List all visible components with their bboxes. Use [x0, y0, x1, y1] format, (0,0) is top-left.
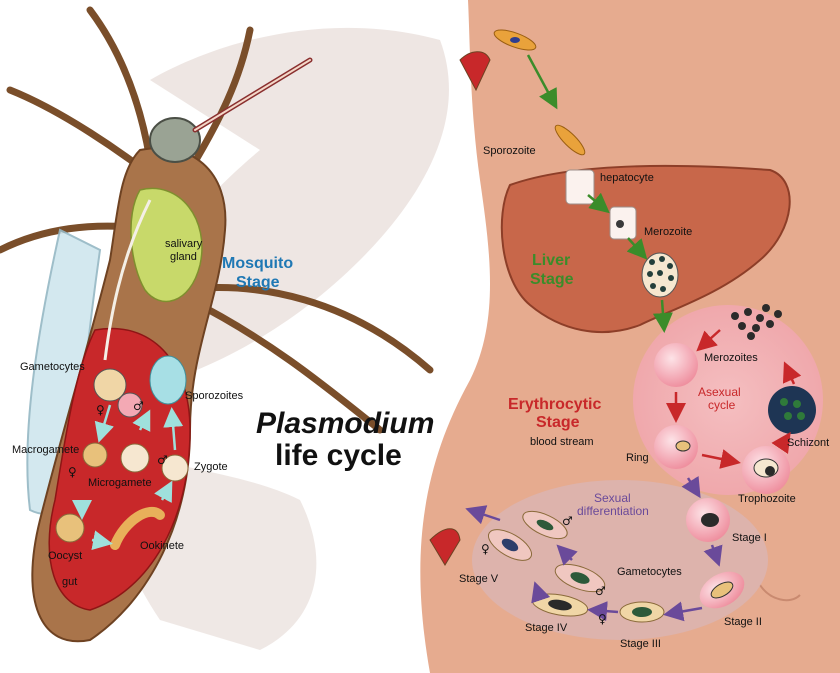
label-gut: gut	[62, 576, 78, 588]
label-salivary-line2: gland	[170, 251, 197, 263]
navel-shape	[759, 584, 801, 602]
label-trophozoite: Trophozoite	[738, 493, 796, 505]
label-merozoite: Merozoite	[644, 226, 693, 238]
label-sporozoites: Sporozoites	[185, 390, 244, 402]
female-symbol-stage5: ♀	[481, 542, 490, 556]
merozoite-cluster	[731, 304, 782, 340]
label-blood-stream: blood stream	[530, 436, 594, 448]
male-symbol-microgamete: ♂	[157, 453, 168, 467]
label-microgamete: Microgamete	[88, 477, 152, 489]
erythrocytic-stage-title-line2: Stage	[536, 414, 580, 431]
small-mosquito-bottom	[429, 528, 461, 566]
microgamete-cell	[120, 443, 150, 473]
label-asexual-line2: cycle	[708, 398, 736, 412]
label-ring: Ring	[626, 452, 649, 464]
label-hepatocyte: hepatocyte	[600, 172, 654, 184]
rbc-merozoite-entry	[654, 343, 698, 387]
label-ookinete: Ookinete	[140, 540, 185, 552]
oocyst-cell	[55, 513, 85, 543]
label-stage5: Stage V	[459, 573, 499, 585]
sporozoite-cluster	[149, 355, 187, 405]
small-mosquito-top	[459, 51, 491, 92]
female-symbol-gametocyte: ♀	[96, 403, 105, 417]
hepatocyte-cell	[565, 169, 595, 205]
male-symbol-stage5: ♂	[595, 584, 606, 598]
label-oocyst: Oocyst	[48, 550, 83, 562]
female-symbol-macrogamete: ♀	[68, 465, 77, 479]
label-stage2: Stage II	[724, 616, 762, 628]
label-salivary-line1: salivary	[165, 238, 203, 250]
macrogamete-cell	[82, 442, 108, 468]
diagram-title-line1: Plasmodium	[256, 407, 435, 440]
label-schizont: Schizont	[787, 437, 830, 449]
zygote-cell	[161, 454, 189, 482]
mosquito-stage-title-line1: Mosquito	[222, 255, 294, 272]
label-gametocytes-sexual: Gametocytes	[617, 566, 682, 578]
ookinete-cell	[110, 506, 165, 550]
label-stage1: Stage I	[732, 532, 767, 544]
rbc-schizont	[768, 386, 816, 434]
diagram-title-line2: life cycle	[275, 439, 402, 472]
label-sexual-line2: differentiation	[577, 504, 649, 518]
mosquito-stage-title-line2: Stage	[236, 274, 280, 291]
label-stage3: Stage III	[620, 638, 661, 650]
liver-stage-title-line1: Liver	[532, 252, 571, 269]
sporozoite-cell-mid	[554, 124, 586, 156]
label-macrogamete: Macrogamete	[12, 444, 80, 456]
female-symbol-stage4: ♀	[598, 612, 607, 626]
label-merozoites: Merozoites	[704, 352, 758, 364]
male-symbol-stage5-a: ♂	[562, 514, 573, 528]
label-zygote: Zygote	[194, 461, 228, 473]
label-sexual-line1: Sexual	[594, 491, 631, 505]
gametocyte-cells	[93, 368, 127, 402]
liver-stage-title-line2: Stage	[530, 271, 574, 288]
label-stage4: Stage IV	[525, 622, 568, 634]
male-symbol-gametocyte: ♂	[133, 399, 144, 413]
label-gametocytes-mosquito: Gametocytes	[20, 361, 85, 373]
label-sporozoite: Sporozoite	[483, 145, 536, 157]
label-asexual-line1: Asexual	[698, 385, 741, 399]
erythrocytic-stage-title-line1: Erythrocytic	[508, 396, 602, 413]
mosquito-head	[149, 117, 201, 163]
